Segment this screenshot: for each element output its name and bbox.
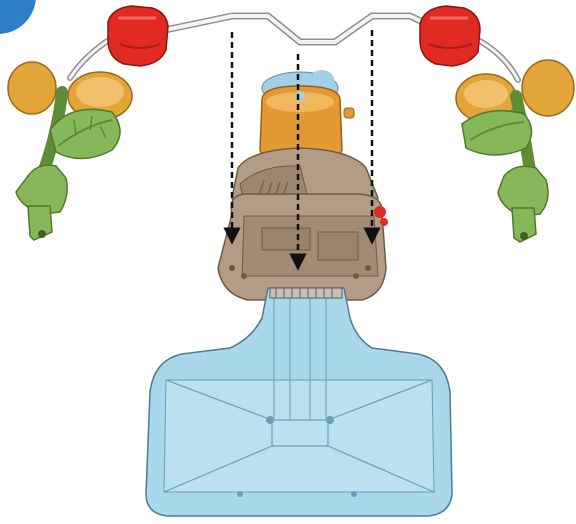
assembly-arrows (223, 30, 381, 271)
clip-right (419, 5, 481, 67)
clip-left (107, 5, 169, 67)
leaf-rattle-right (455, 59, 575, 243)
tray (145, 287, 453, 517)
leaf-rattle-left (7, 61, 133, 241)
housing (217, 147, 388, 301)
step-marker-circle (0, 0, 36, 34)
